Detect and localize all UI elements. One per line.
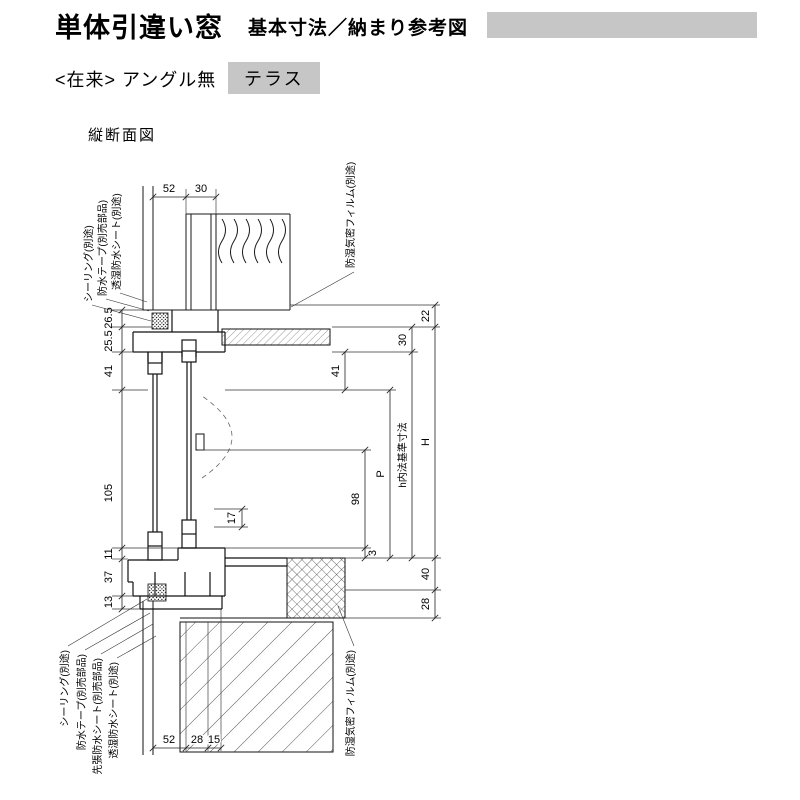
annotation-breathable-sheet-bottom: 透湿防水シート(別途) [107, 662, 120, 759]
section-label: 縦断面図 [88, 127, 157, 144]
dim-left-11: 11 [103, 548, 115, 559]
dim-bottom-28: 28 [191, 734, 203, 746]
title-bar [487, 12, 757, 38]
dim-top-52: 52 [163, 183, 175, 195]
dim-left-105: 105 [103, 484, 115, 502]
extension-lines [112, 189, 441, 751]
sash-glass-panes [147, 339, 233, 561]
annotation-sealing-bottom: シーリング(別途) [58, 650, 71, 727]
dim-axis-H: H [420, 438, 432, 446]
sealing-bottom [147, 583, 167, 602]
annotation-vapor-barrier-top: 防湿気密フィルム(別途) [344, 162, 357, 268]
annotation-waterproof-tape-bottom: 防水テープ(別売部品) [75, 654, 88, 750]
swing-clearance-arc [201, 395, 233, 479]
dim-right-3: 3 [367, 550, 379, 556]
dim-left-13: 13 [103, 596, 115, 608]
page-title: 単体引違い窓 [55, 13, 223, 43]
window-head-frame [132, 310, 331, 362]
sealing-top [151, 312, 169, 330]
annotation-sealing-top: シーリング(別途) [82, 225, 95, 302]
dim-right-98: 98 [350, 493, 362, 505]
floor-slab-hatch [286, 557, 346, 619]
dim-right-22: 22 [420, 310, 432, 322]
dim-right-30: 30 [397, 334, 409, 346]
wall-section-top [142, 186, 291, 311]
interior-casing-head [221, 328, 331, 346]
dim-bottom-52: 52 [163, 734, 175, 746]
dim-top-30: 30 [195, 183, 207, 195]
dim-axis-P: P [375, 470, 387, 477]
foundation-hatch [179, 621, 334, 753]
dim-left-37: 37 [103, 571, 115, 583]
dim-right-41: 41 [330, 365, 342, 377]
annotation-pre-applied-sheet-bottom: 先張防水シート(別売部品) [91, 658, 104, 775]
dim-right-28: 28 [420, 598, 432, 610]
sill-section [127, 547, 287, 610]
dim-axis-h-inner-ref: h内法基準寸法 [396, 422, 409, 488]
insulation-symbol [218, 218, 226, 264]
leader-lines [67, 271, 355, 659]
dim-left-25-5: 25.5 [103, 330, 115, 351]
annotation-waterproof-tape-top: 防水テープ(別売部品) [96, 200, 109, 296]
dim-right-40: 40 [420, 568, 432, 580]
dim-17: 17 [226, 512, 238, 524]
spec-type-label: <在来> アングル無 [55, 70, 217, 90]
page-subtitle: 基本寸法／納まり参考図 [248, 18, 469, 39]
dimension-texts: 52 30 26.5 25.5 41 105 11 37 13 22 30 41… [103, 183, 432, 748]
floor-and-foundation [142, 557, 346, 755]
terrace-badge: テラス [228, 62, 320, 94]
dimension-lines [118, 193, 439, 752]
dim-bottom-15: 15 [208, 734, 220, 746]
annotation-texts: シーリング(別途) 防水テープ(別売部品) 透湿防水シート(別途) 防湿気密フィ… [58, 162, 357, 775]
dim-left-26-5: 26.5 [103, 307, 115, 328]
annotation-breathable-sheet-top: 透湿防水シート(別途) [110, 193, 123, 290]
dim-left-41: 41 [103, 365, 115, 377]
annotation-vapor-barrier-bottom: 防湿気密フィルム(別途) [344, 650, 357, 756]
crescent-lock [195, 433, 205, 451]
